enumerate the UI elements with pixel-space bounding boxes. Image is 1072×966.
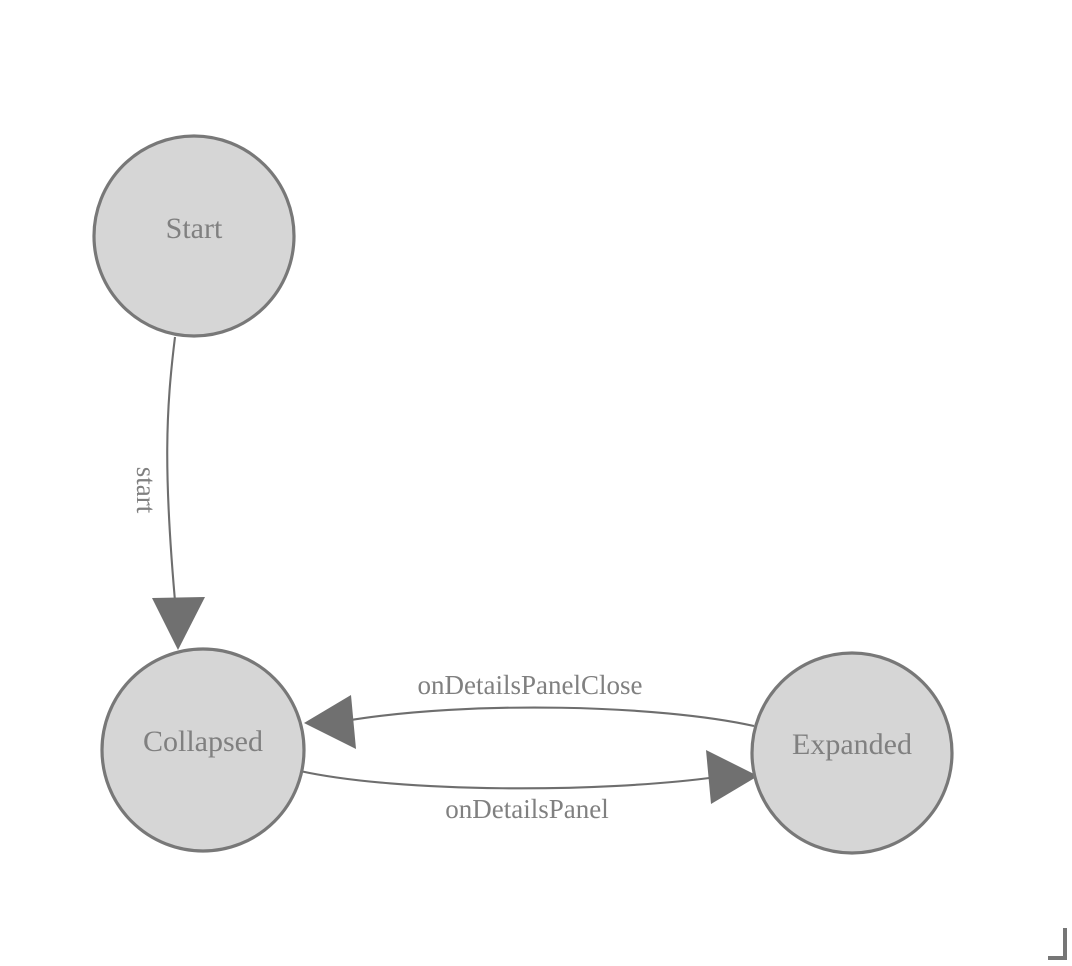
node-expanded[interactable]: Expanded [750, 651, 954, 855]
node-start[interactable]: Start [92, 134, 296, 338]
edge-start-to-collapsed-path [166, 336, 178, 613]
node-collapsed[interactable]: Collapsed [100, 647, 306, 853]
node-collapsed-label: Collapsed [143, 725, 263, 758]
resize-corner-mark[interactable] [1048, 928, 1067, 960]
edge-start-to-collapsed-arrowhead [152, 597, 205, 650]
edge-expanded-to-collapsed[interactable]: onDetailsPanelClose [304, 670, 755, 749]
edge-label-on-details-panel-close: onDetailsPanelClose [418, 670, 643, 700]
node-start-circle [92, 134, 296, 338]
edge-expanded-to-collapsed-arrowhead [304, 695, 356, 749]
nodes-layer: Start Collapsed Expanded [92, 134, 954, 855]
edge-expanded-to-collapsed-path [344, 706, 755, 728]
edges-layer: start onDetailsPanelClose onDetailsPanel [131, 336, 758, 824]
node-start-label: Start [166, 212, 223, 245]
edge-label-on-details-panel: onDetailsPanel [445, 794, 608, 824]
edge-label-start: start [131, 467, 161, 514]
node-expanded-circle [750, 651, 954, 855]
edge-collapsed-to-expanded-path [299, 769, 718, 790]
edge-start-to-collapsed[interactable]: start [131, 336, 205, 650]
node-collapsed-circle [100, 647, 306, 853]
edge-collapsed-to-expanded[interactable]: onDetailsPanel [299, 750, 758, 824]
edge-collapsed-to-expanded-arrowhead [706, 750, 758, 804]
node-expanded-label: Expanded [792, 728, 912, 761]
